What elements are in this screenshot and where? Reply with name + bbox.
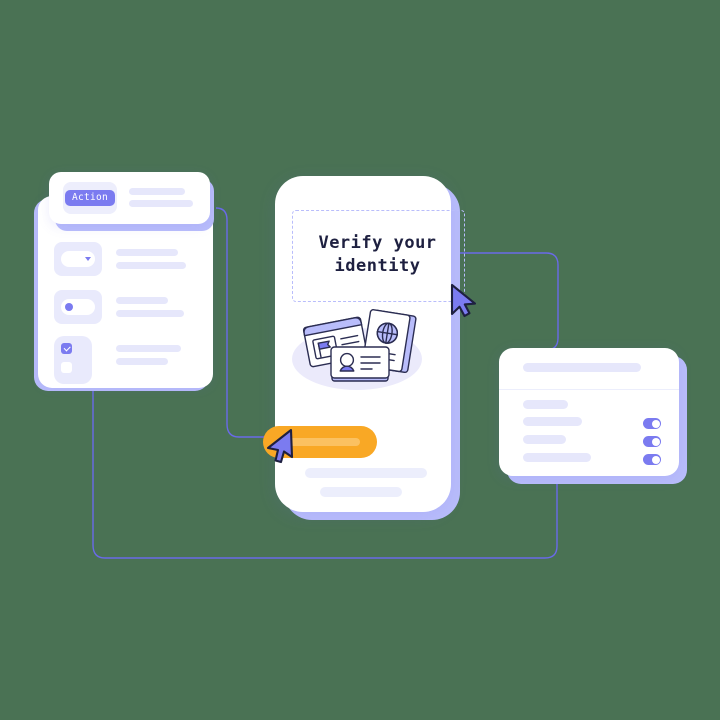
checkbox-unchecked[interactable] xyxy=(61,362,72,373)
settings-row-label-bar xyxy=(523,417,582,426)
toggle-knob xyxy=(651,437,660,446)
settings-card-divider xyxy=(499,389,679,390)
settings-toggle[interactable] xyxy=(643,436,661,447)
form-row-radio[interactable] xyxy=(54,290,102,324)
settings-row-label-bar xyxy=(523,400,568,409)
form-row-label-bar xyxy=(116,310,184,317)
form-row-label-bar xyxy=(116,249,178,256)
settings-card-header-bar xyxy=(523,363,641,372)
action-card-subtitle-bar xyxy=(129,200,193,207)
settings-row-label-bar xyxy=(523,453,591,462)
action-badge-container: Action xyxy=(63,182,117,214)
action-card-title-bar xyxy=(129,188,185,195)
settings-row-label-bar xyxy=(523,435,566,444)
settings-toggle[interactable] xyxy=(643,454,661,465)
form-row-checkbox[interactable] xyxy=(54,336,92,384)
form-row-label-bar xyxy=(116,345,181,352)
form-row-label-bar xyxy=(116,358,168,365)
toggle-knob xyxy=(651,419,660,428)
checkbox-checked[interactable] xyxy=(61,343,72,354)
form-row-dropdown[interactable] xyxy=(54,242,102,276)
cta-button-label-bar xyxy=(283,438,360,446)
form-row-label-bar xyxy=(116,297,168,304)
illustration-backdrop xyxy=(292,328,422,390)
phone-headline: Verify your identity xyxy=(318,233,437,276)
phone-footer-bar xyxy=(320,487,402,497)
phone-footer-bar xyxy=(305,468,427,478)
chevron-down-icon xyxy=(85,257,91,261)
toggle-knob xyxy=(651,455,660,464)
settings-toggle[interactable] xyxy=(643,418,661,429)
radio-dot-icon xyxy=(65,303,73,311)
headline-selection-box[interactable] xyxy=(292,210,465,302)
action-badge[interactable]: Action xyxy=(64,190,116,206)
form-row-label-bar xyxy=(116,262,186,269)
checkmark-icon xyxy=(63,344,70,352)
